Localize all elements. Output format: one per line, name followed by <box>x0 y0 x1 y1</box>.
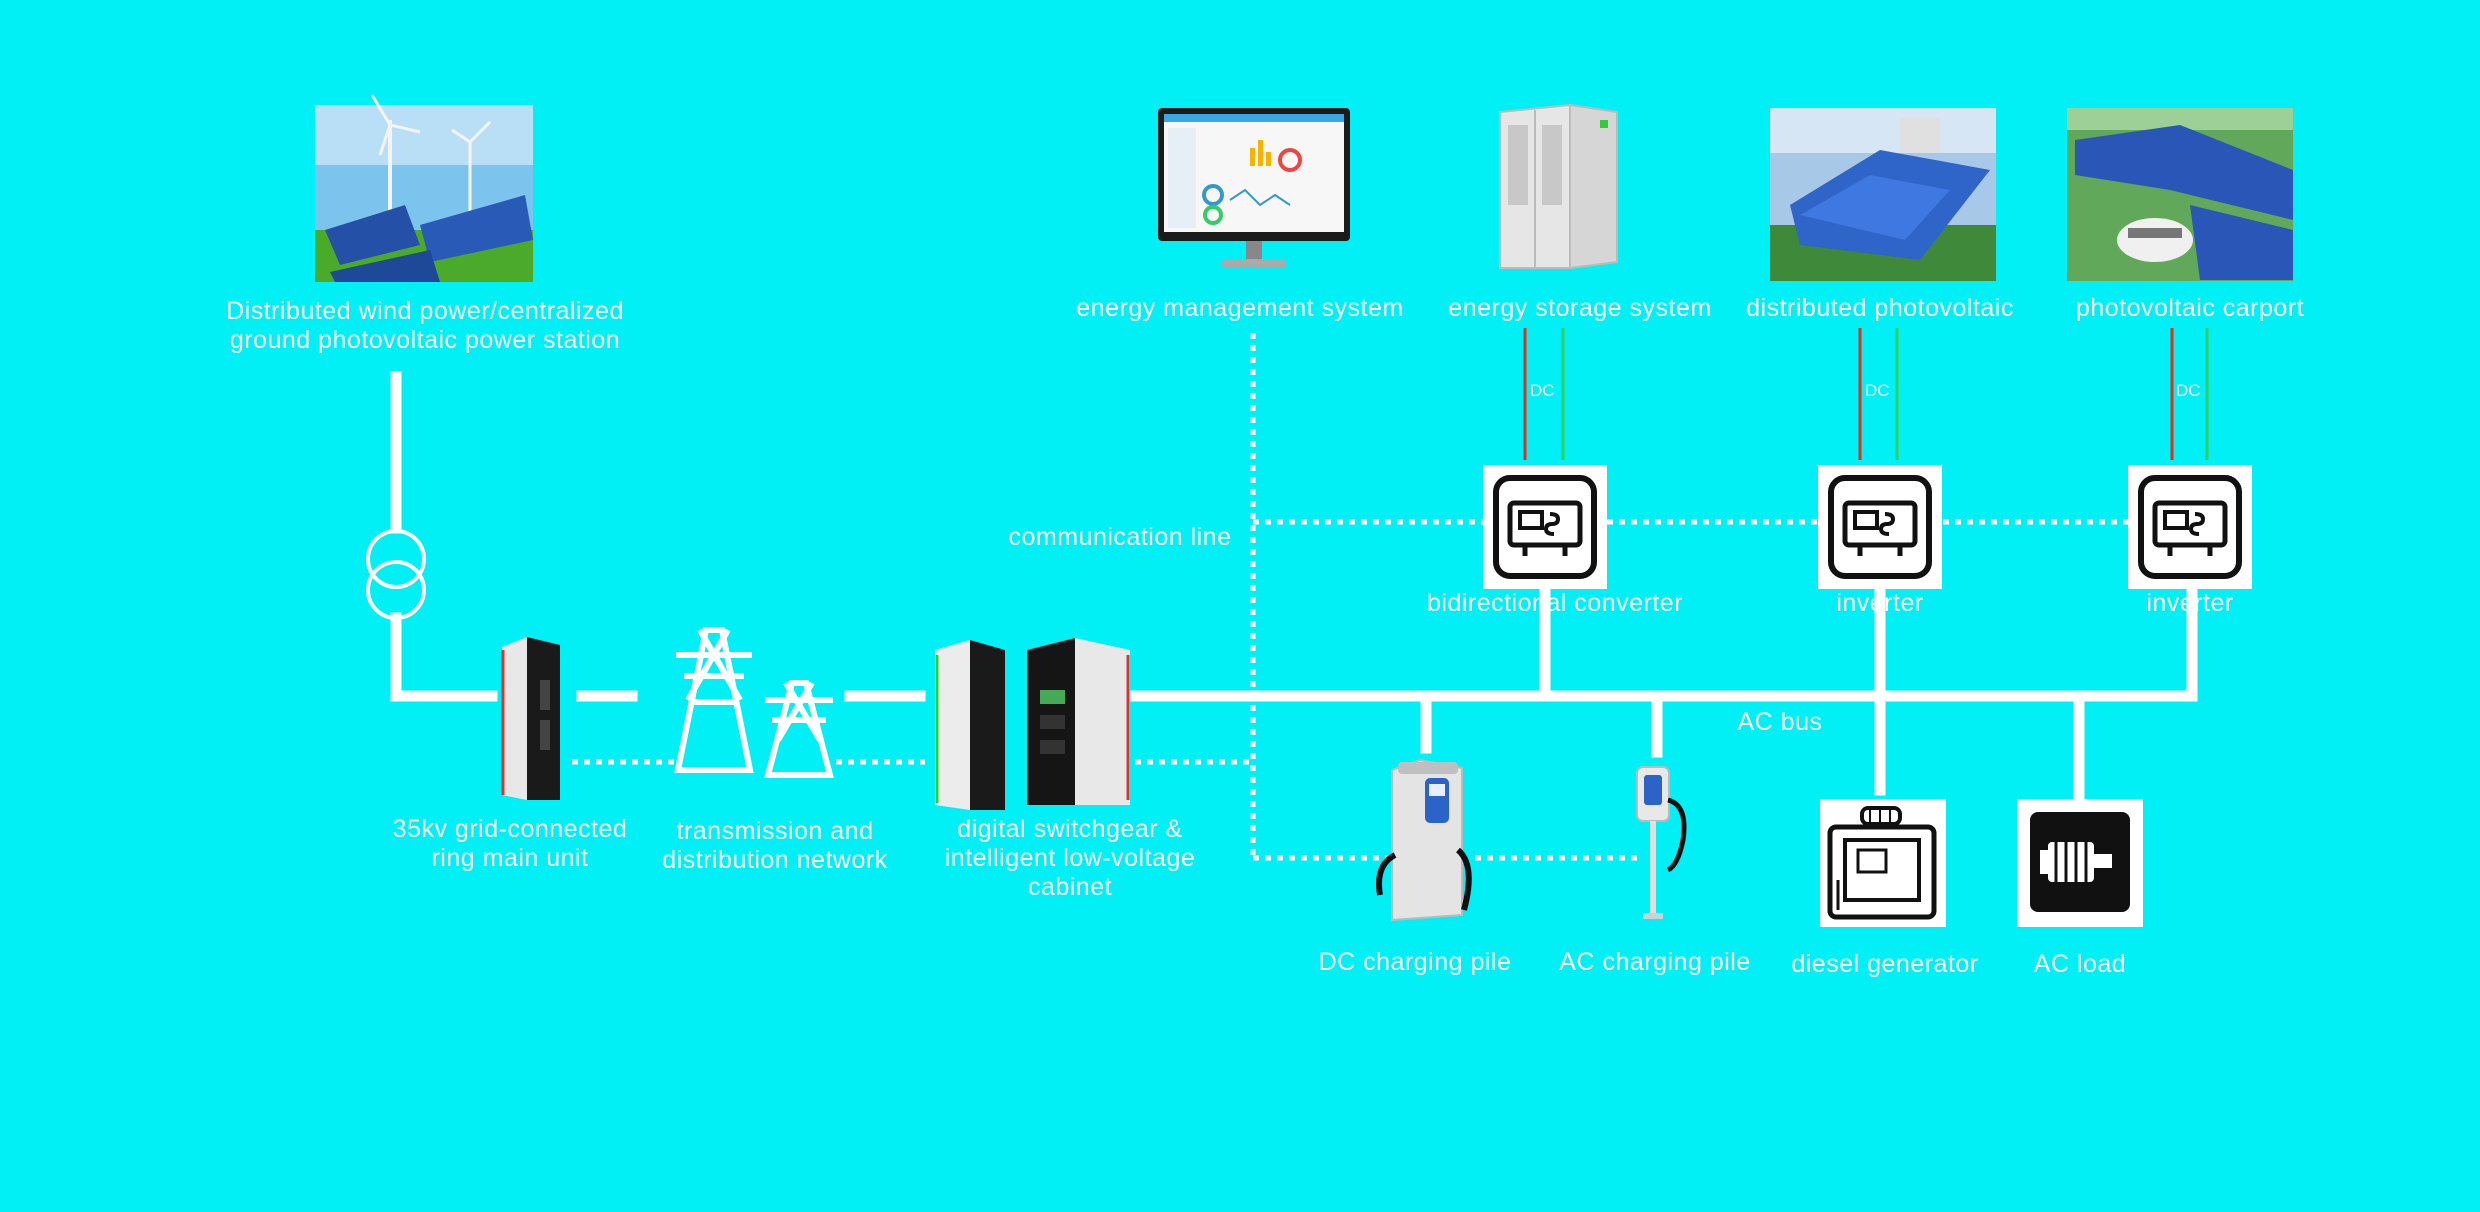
label-ac-load: AC load <box>2033 950 2127 978</box>
communication-lines <box>572 333 2128 861</box>
switchgear-cabinet-icon <box>935 638 1130 810</box>
wind-solar-photo-icon <box>315 94 533 282</box>
transmission-tower-icon <box>674 627 834 778</box>
ac-charger-icon <box>1636 766 1687 919</box>
power-lines <box>390 371 2198 801</box>
monitor-dashboard-icon <box>1158 108 1350 267</box>
label-pv-carport: photovoltaic carport <box>2075 294 2305 322</box>
label-energy-storage: energy storage system <box>1448 294 1712 322</box>
label-dc: DC <box>1865 381 1890 400</box>
label-switchgear: digital switchgear & intelligent low-vol… <box>944 815 1196 901</box>
storage-cabinet-icon <box>1499 103 1618 270</box>
label-inverter: inverter <box>2146 589 2234 617</box>
label-wind-pv-station: Distributed wind power/centralized groun… <box>226 297 624 354</box>
converter-icon <box>1483 465 1607 589</box>
label-ac-charging-pile: AC charging pile <box>1559 948 1751 976</box>
label-bidirectional-converter: bidirectional converter <box>1426 589 1684 617</box>
motor-icon <box>2017 799 2143 927</box>
label-ac-bus: AC bus <box>1737 708 1823 736</box>
label-dc-charging-pile: DC charging pile <box>1318 948 1512 976</box>
label-diesel-generator: diesel generator <box>1791 950 1979 978</box>
dc-charger-icon <box>1376 758 1472 922</box>
inverter-icon <box>2128 465 2252 589</box>
diesel-generator-icon <box>1820 799 1946 927</box>
carport-solar-photo-icon <box>2067 108 2293 281</box>
transformer-icon <box>366 529 426 620</box>
inverter-icon <box>1818 465 1942 589</box>
label-dc: DC <box>2176 381 2201 400</box>
label-distributed-pv: distributed photovoltaic <box>1746 294 2014 322</box>
label-communication-line: communication line <box>1008 523 1232 551</box>
label-ring-main-unit: 35kv grid-connected ring main unit <box>392 815 628 872</box>
label-transmission-network: transmission and distribution network <box>662 817 888 874</box>
label-inverter: inverter <box>1836 589 1924 617</box>
label-dc: DC <box>1530 381 1555 400</box>
dc-wires <box>1523 328 2209 460</box>
ring-main-unit-icon <box>501 637 560 800</box>
rooftop-solar-photo-icon <box>1770 108 1996 281</box>
label-ems: energy management system <box>1076 294 1404 322</box>
